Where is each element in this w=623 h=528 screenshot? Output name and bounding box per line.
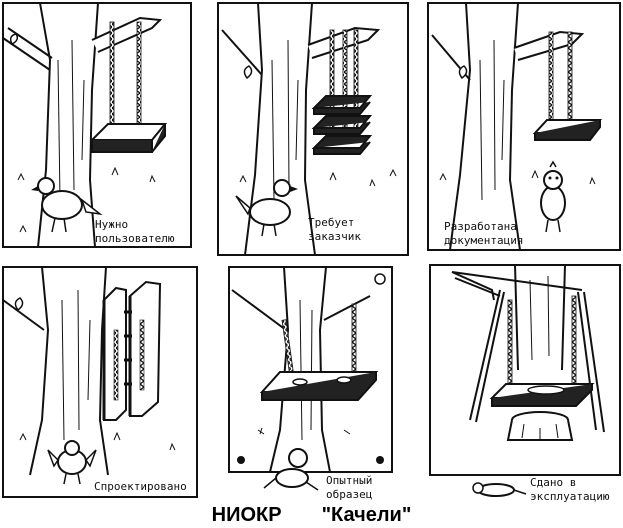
panel-border <box>427 2 621 251</box>
caption-line: Сдано в <box>530 476 577 489</box>
grass <box>439 169 596 185</box>
title-text: НИОКР <box>211 504 282 526</box>
caption-line: эксплуатацию <box>530 490 610 503</box>
comic-drawing <box>2 2 621 498</box>
panel-border <box>2 266 198 498</box>
caption-line: Спроектировано <box>94 480 187 493</box>
swing-stack <box>311 29 373 155</box>
tree <box>2 266 109 476</box>
caption-line: Опытный <box>326 474 373 487</box>
corner-mark <box>237 456 245 464</box>
tree <box>231 266 371 473</box>
tree <box>431 2 585 251</box>
caption-line: пользователю <box>95 232 175 245</box>
leaf-icon <box>243 65 253 80</box>
panel-2-caption: Требует заказчик <box>308 216 361 244</box>
swing-vertical <box>102 280 162 421</box>
bird-icon <box>235 179 298 237</box>
panel-5 <box>228 266 393 491</box>
grass <box>17 166 156 233</box>
panel-border <box>228 266 393 473</box>
panel-1 <box>2 2 192 248</box>
swing-final <box>489 295 595 407</box>
frame <box>451 271 605 433</box>
tree-stump <box>506 411 574 441</box>
caption-line: образец <box>326 488 373 501</box>
panel-6 <box>429 264 621 497</box>
grass <box>239 168 397 187</box>
corner-mark <box>376 456 384 464</box>
panel-1-caption: Нужно пользователю <box>95 218 174 246</box>
leaf-icon <box>14 297 24 312</box>
bird-icon <box>540 160 566 233</box>
panel-3 <box>427 2 621 251</box>
bird-icon <box>47 440 97 485</box>
bird-icon <box>31 177 103 233</box>
swing <box>89 21 168 153</box>
leaf-icon <box>9 33 19 46</box>
caption-line: Требует <box>308 216 355 229</box>
bird-icon <box>472 482 527 497</box>
panel-5-caption: Опытный образец <box>326 474 372 502</box>
panel-4 <box>2 266 198 498</box>
leaf-icon <box>458 65 468 80</box>
subtitle-text: "Качели" <box>321 504 412 526</box>
bird-icon <box>263 448 319 491</box>
panel-6-caption: Сдано в эксплуатацию <box>530 476 609 504</box>
grass <box>19 431 176 451</box>
swing <box>532 31 603 141</box>
caption-line: Нужно <box>95 218 129 231</box>
panel-border <box>217 2 409 256</box>
panel-3-caption: Разработана документация <box>444 220 523 248</box>
tree-trunk <box>514 264 566 371</box>
caption-line: Разработана <box>444 220 517 233</box>
page-title: НИОКР "Качели" <box>0 503 623 528</box>
panel-2 <box>217 2 409 256</box>
corner-mark <box>374 273 386 285</box>
swing-prototype <box>259 303 379 401</box>
panel-4-caption: Спроектировано <box>94 480 187 494</box>
tree <box>2 2 163 248</box>
caption-line: документация <box>444 234 524 247</box>
caption-line: заказчик <box>308 230 361 243</box>
grass <box>257 427 351 435</box>
panel-border <box>429 264 621 476</box>
